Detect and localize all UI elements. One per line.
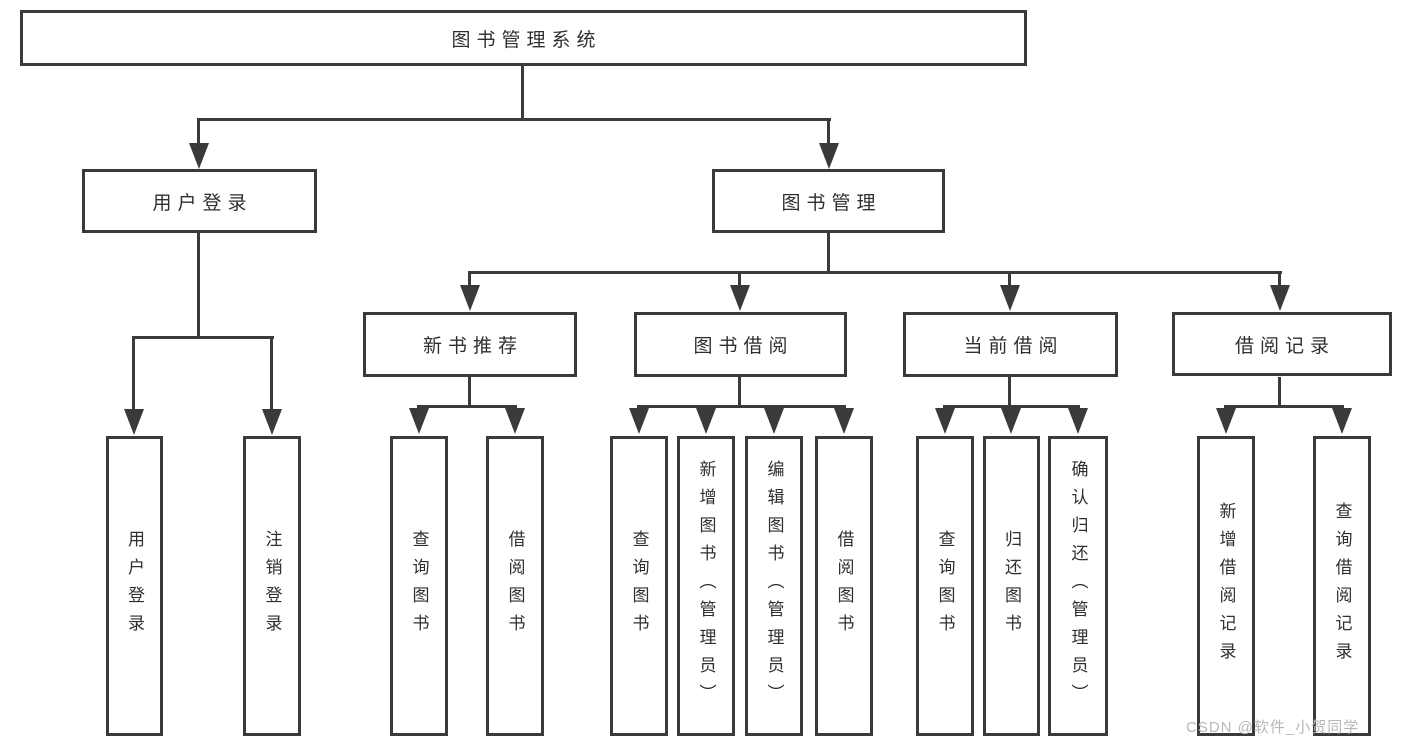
edge-to-new-book-rec [468, 274, 471, 288]
node-query-borrow-record: 查询借阅记录 [1313, 436, 1371, 736]
node-borrow-book-1: 借阅图书 [486, 436, 544, 736]
arrowhead-return-book-icon [1001, 408, 1021, 434]
arrowhead-borrow-book-1-icon [505, 408, 525, 434]
arrowhead-book-mgmt-icon [819, 143, 839, 169]
edge-current-borrow-stem [1008, 377, 1011, 408]
node-query-book-1-label: 查询图书 [409, 530, 429, 642]
arrowhead-confirm-return-admin-icon [1068, 408, 1088, 434]
edge-user-login-branch [132, 336, 274, 339]
edge-new-book-rec-stem [468, 377, 471, 408]
edge-to-book-borrow [738, 274, 741, 288]
edge-book-borrow-stem [738, 377, 741, 408]
node-add-borrow-record: 新增借阅记录 [1197, 436, 1255, 736]
node-book-borrow: 图书借阅 [634, 312, 847, 377]
edge-to-borrow-records [1278, 274, 1281, 288]
arrowhead-edit-book-admin-icon [764, 408, 784, 434]
node-logout-label: 注销登录 [262, 530, 282, 642]
node-book-mgmt-label: 图书管理 [781, 192, 882, 214]
arrowhead-current-borrow-icon [1000, 285, 1020, 311]
node-user-login-v-label: 用户登录 [125, 530, 144, 642]
node-query-book-3: 查询图书 [916, 436, 974, 736]
node-logout: 注销登录 [243, 436, 301, 736]
node-borrow-book-2-label: 借阅图书 [834, 530, 854, 642]
edge-level3-branch [468, 271, 1282, 274]
arrowhead-query-book-2-icon [629, 408, 649, 434]
node-add-book-admin-label: 新增图书（管理员） [696, 460, 716, 712]
arrowhead-borrow-records-icon [1270, 285, 1290, 311]
edge-user-login-stem [197, 233, 200, 339]
arrowhead-user-login-v-icon [124, 409, 144, 435]
node-edit-book-admin: 编辑图书（管理员） [745, 436, 803, 736]
arrowhead-add-book-admin-icon [696, 408, 716, 434]
node-query-book-3-label: 查询图书 [935, 530, 955, 642]
node-borrow-book-2: 借阅图书 [815, 436, 873, 736]
node-new-book-rec-label: 新书推荐 [422, 336, 523, 357]
node-query-book-2-label: 查询图书 [629, 530, 649, 642]
node-current-borrow: 当前借阅 [903, 312, 1118, 377]
edge-borrow-records-branch [1224, 405, 1344, 408]
edge-book-mgmt-stem [827, 233, 830, 274]
watermark: CSDN @软件_小贺同学 [1186, 719, 1360, 736]
node-return-book-label: 归还图书 [1002, 530, 1021, 642]
node-add-book-admin: 新增图书（管理员） [677, 436, 735, 736]
node-book-borrow-label: 图书借阅 [693, 336, 794, 357]
arrowhead-query-book-1-icon [409, 408, 429, 434]
node-confirm-return-admin-label: 确认归还（管理员） [1068, 460, 1088, 712]
edge-book-borrow-branch [637, 405, 846, 408]
node-borrow-records-label: 借阅记录 [1234, 335, 1335, 357]
node-edit-book-admin-label: 编辑图书（管理员） [764, 460, 784, 712]
arrowhead-user-login-icon [189, 143, 209, 169]
arrowhead-query-book-3-icon [935, 408, 955, 434]
node-return-book: 归还图书 [983, 436, 1040, 736]
node-borrow-records: 借阅记录 [1172, 312, 1392, 376]
edge-to-user-login [197, 121, 200, 149]
edge-borrow-records-stem [1278, 377, 1281, 408]
node-add-borrow-record-label: 新增借阅记录 [1216, 502, 1236, 670]
node-current-borrow-label: 当前借阅 [963, 336, 1064, 357]
edge-level2-branch [197, 118, 831, 121]
edge-to-logout [270, 339, 273, 411]
edge-new-book-rec-branch [417, 405, 517, 408]
arrowhead-query-borrow-record-icon [1332, 408, 1352, 434]
node-query-book-2: 查询图书 [610, 436, 668, 736]
node-root: 图书管理系统 [20, 10, 1027, 66]
arrowhead-borrow-book-2-icon [834, 408, 854, 434]
node-borrow-book-1-label: 借阅图书 [505, 530, 525, 642]
node-user-login: 用户登录 [82, 169, 317, 233]
node-user-login-label: 用户登录 [152, 192, 253, 214]
node-user-login-v: 用户登录 [106, 436, 163, 736]
node-query-book-1: 查询图书 [390, 436, 448, 736]
arrowhead-new-book-rec-icon [460, 285, 480, 311]
edge-root-stem [521, 66, 524, 121]
node-new-book-rec: 新书推荐 [363, 312, 577, 377]
edge-to-book-mgmt [827, 121, 830, 149]
arrowhead-logout-icon [262, 409, 282, 435]
edge-to-current-borrow [1008, 274, 1011, 288]
edge-to-user-login-v [132, 339, 135, 411]
arrowhead-add-borrow-record-icon [1216, 408, 1236, 434]
edge-current-borrow-branch [943, 405, 1080, 408]
node-root-label: 图书管理系统 [451, 29, 602, 51]
node-book-mgmt: 图书管理 [712, 169, 945, 233]
arrowhead-book-borrow-icon [730, 285, 750, 311]
node-confirm-return-admin: 确认归还（管理员） [1048, 436, 1108, 736]
node-query-borrow-record-label: 查询借阅记录 [1332, 502, 1352, 670]
